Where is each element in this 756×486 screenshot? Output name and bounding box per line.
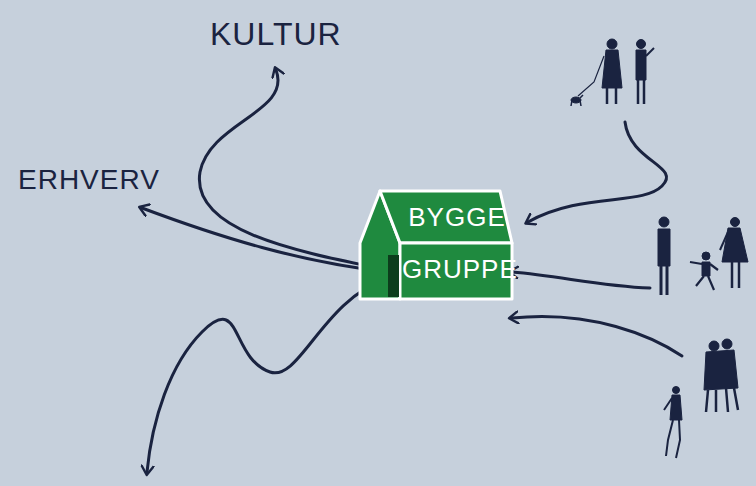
- arrow: [512, 317, 682, 356]
- house-node: BYGGE GRUPPE: [356, 183, 516, 305]
- target-label: KULTUR: [210, 16, 342, 53]
- node-title: BYGGE GRUPPE: [402, 191, 512, 295]
- people: [571, 39, 748, 458]
- arrow: [528, 122, 667, 222]
- house-door: [388, 255, 399, 297]
- target-label: ERHVERV: [18, 164, 160, 196]
- arrows: [142, 70, 682, 472]
- house-shape: [356, 183, 516, 305]
- arrow: [142, 208, 388, 272]
- arrow: [147, 278, 388, 472]
- arrow: [512, 272, 650, 288]
